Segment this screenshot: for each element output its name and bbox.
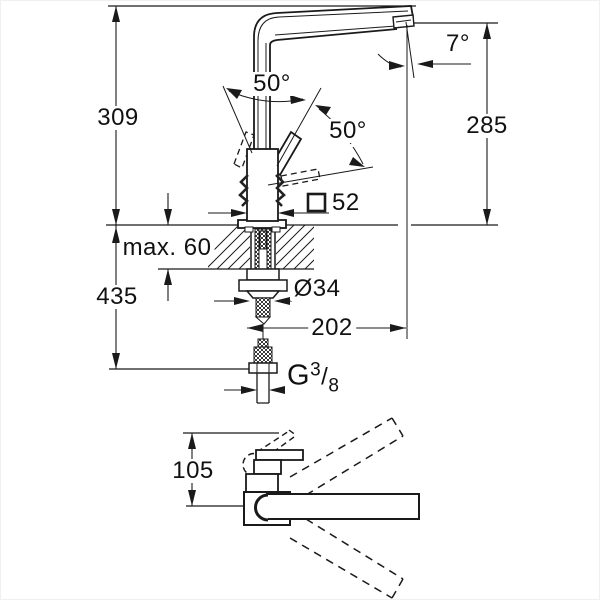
serration-left [238,174,249,207]
thread-slash: / [321,363,329,391]
dimension-label-g38-thread: G3/8 [285,359,342,397]
spout-outline [253,5,414,149]
thread-numerator: 3 [310,359,322,381]
dimension-label-dia34: Ø34 [290,277,344,301]
dimension-label-435: 435 [93,285,141,309]
reference-lines [106,5,498,507]
serration-right [275,174,286,207]
square-symbol [306,192,327,213]
dimension-label-105: 105 [169,459,217,483]
swivel-joint-arc [254,493,269,522]
angle-label-50deg-left: 50° [250,72,294,96]
front-handle-bar [255,449,304,461]
faucet-body [246,148,279,222]
angle-label-50deg-right: 50° [326,119,370,143]
dimension-label-square52: 52 [329,191,363,215]
front-spout-bar [266,493,420,520]
dimension-label-202: 202 [308,316,356,340]
faucet-front-view [242,417,420,599]
under-counter-assembly [238,225,288,404]
front-neck [253,459,282,475]
spout-angle-annotation [377,21,471,339]
dimension-label-285: 285 [463,114,511,138]
spout-swivel-dashed [289,417,404,599]
thread-denominator: 8 [328,375,340,397]
thread-letter: G [287,359,311,392]
dimension-label-max60: max. 60 [119,236,215,260]
angle-label-7deg: 7° [443,32,473,56]
dimension-label-309: 309 [94,106,142,130]
front-body [245,473,279,494]
